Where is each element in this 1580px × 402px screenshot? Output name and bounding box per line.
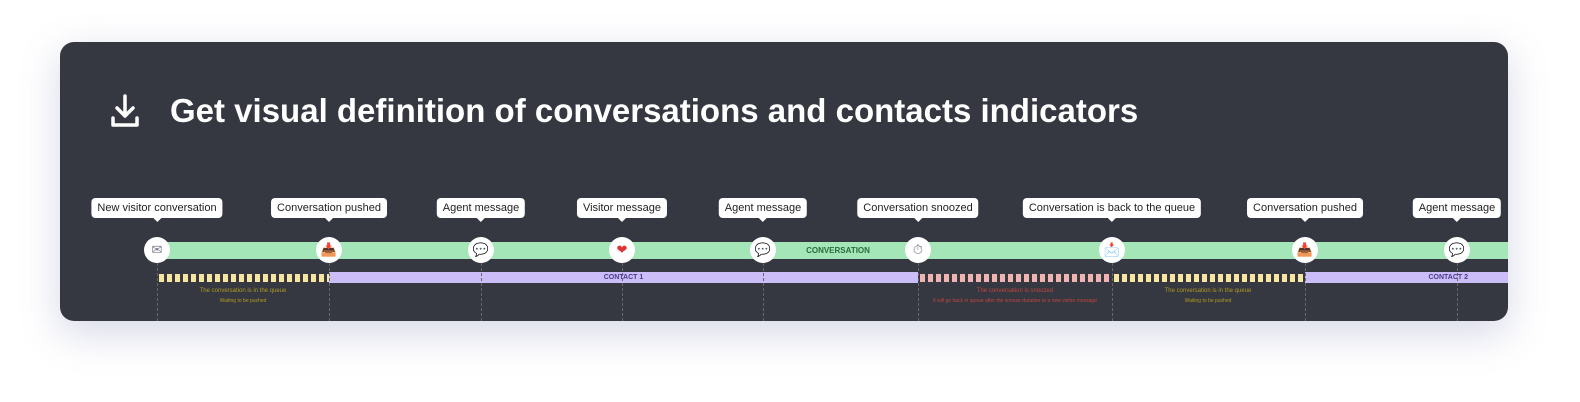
conversation-bar-label: CONVERSATION [806,246,870,255]
queue-subnote: Waiting to be pushed [1184,298,1232,304]
envelope-arrow-icon[interactable]: 📩 [1099,237,1125,263]
speech-bubble-icon[interactable]: 💬 [1444,237,1470,263]
contact-1-bar: CONTACT 1 [329,272,918,283]
contact-2-bar: CONTACT 2 [1305,272,1508,283]
heart-bubble-icon[interactable]: ❤ [609,237,635,263]
event-guide-line [1457,263,1458,321]
queue-dashes [1114,274,1305,282]
event-label: Conversation is back to the queue [1022,198,1202,222]
inbox-icon[interactable]: 📥 [316,237,342,263]
speech-bubble-icon[interactable]: 💬 [468,237,494,263]
inbox-icon[interactable]: 📥 [1292,237,1318,263]
event-guide-line [763,263,764,321]
snoozed-subnote: It will go back in queue after the snooz… [933,298,1097,304]
queue-dashes [159,274,329,282]
event-label: Visitor message [576,198,668,222]
event-label: Agent message [718,198,808,222]
event-label: New visitor conversation [91,198,223,222]
download-icon [111,94,139,127]
event-label: Conversation snoozed [857,198,979,222]
event-label: Conversation pushed [271,198,387,222]
event-guide-line [481,263,482,321]
snoozed-note: The conversation is snoozed [976,288,1054,294]
speech-bubble-icon[interactable]: 💬 [750,237,776,263]
page-title: Get visual definition of conversations a… [170,92,1139,129]
event-guide-line [1112,263,1113,321]
event-label: Agent message [436,198,526,222]
event-guide-line [622,263,623,321]
download-section[interactable]: Get visual definition of conversations a… [110,92,1138,130]
queue-note: The conversation is in the queue [199,288,287,294]
queue-note: The conversation is in the queue [1164,288,1252,294]
event-label: Conversation pushed [1247,198,1363,222]
event-guide-line [918,263,919,321]
event-guide-line [329,263,330,321]
stopwatch-icon[interactable]: ⏱ [905,237,931,263]
envelope-icon[interactable]: ✉ [144,237,170,263]
event-label: Agent message [1412,198,1502,222]
conversation-bar [157,242,1508,259]
queue-subnote: Waiting to be pushed [219,298,267,304]
event-guide-line [1305,263,1306,321]
snoozed-dashes [920,274,1112,282]
event-guide-line [157,263,158,321]
